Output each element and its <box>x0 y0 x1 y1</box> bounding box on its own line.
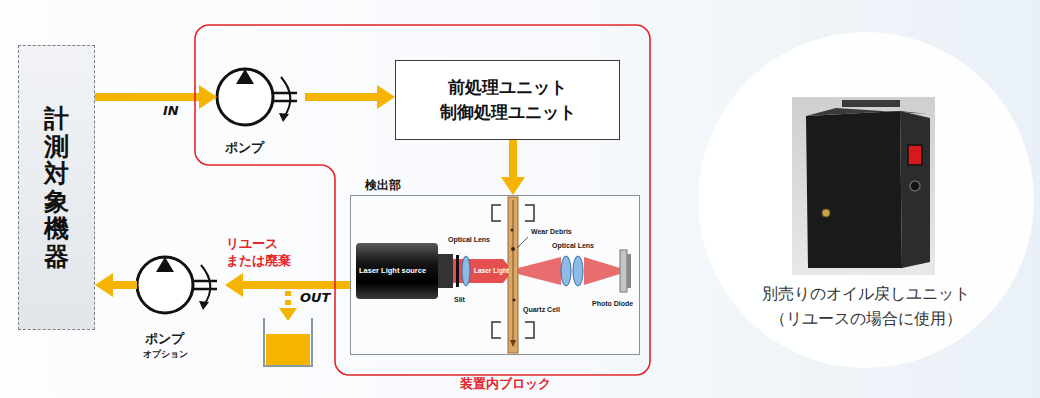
photo-diode-back <box>627 254 631 288</box>
device-box: 計測対象機器 <box>18 45 95 330</box>
quartz-cell <box>508 197 518 353</box>
photo-caption: 別売りのオイル戻しユニット <box>698 284 1034 303</box>
pump-symbol <box>137 257 193 313</box>
flow-arrow <box>113 281 137 289</box>
option-label: オプション <box>143 350 188 360</box>
pump-rotation <box>281 77 290 117</box>
brass-fitting <box>822 209 830 217</box>
process-box: 前処理ユニット制御処理ユニット <box>395 60 620 140</box>
detector-box: 検出部 <box>350 195 640 355</box>
laser-coupler <box>438 254 453 288</box>
wear-debris <box>511 229 514 232</box>
detector-label: 検出部 <box>365 179 401 192</box>
pump-triangle <box>236 69 254 84</box>
wear-debris <box>511 247 515 251</box>
photo-background <box>792 97 935 275</box>
enclosure-outline-path <box>195 25 650 375</box>
waste-arrow-head <box>279 308 297 321</box>
laser-beam <box>584 257 620 285</box>
flow-label: IN <box>163 104 179 118</box>
part-name: Optical Lens <box>448 236 490 243</box>
photo-caption: （リユースの場合に使用） <box>698 309 1034 328</box>
device-label: 計測対象機器 <box>44 105 69 270</box>
photo-diode <box>620 250 627 292</box>
optical-lens <box>561 256 571 286</box>
detector-panel <box>350 195 640 355</box>
optional-pump: ポンプオプション <box>137 252 225 362</box>
unit-front <box>806 111 902 268</box>
wear-debris <box>513 299 516 302</box>
container-oil <box>266 334 310 365</box>
part-name: Slit <box>454 296 465 303</box>
laser-source <box>356 243 438 299</box>
enclosure-block: ポンプ前処理ユニット制御処理ユニット検出部装置内ブロック <box>195 25 650 375</box>
slit <box>456 255 459 287</box>
pump-shaft <box>273 93 297 101</box>
pump-symbol <box>217 69 273 125</box>
pump-rotation-head <box>279 113 289 122</box>
part-name: Photo Diode <box>592 300 633 307</box>
unit-top <box>806 108 928 116</box>
flow-arrow <box>243 281 350 289</box>
part-name: Optical Lens <box>552 242 594 249</box>
flow-label: OUT <box>298 291 332 305</box>
flow-arrow <box>509 140 517 177</box>
waste-container <box>264 318 312 366</box>
unit-handle <box>842 100 900 107</box>
pump-label: ポンプ <box>225 141 264 155</box>
flow-arrow <box>305 93 377 101</box>
optical-lens <box>573 256 583 286</box>
product-photo-circle: 別売りのオイル戻しユニット （リユースの場合に使用） <box>698 32 1034 368</box>
unit-knob <box>910 181 920 191</box>
unit-label: 制御処理ユニット <box>440 100 576 125</box>
laser-beam <box>518 257 561 285</box>
part-name: Quartz Cell <box>523 306 560 313</box>
optical-lens <box>462 256 470 286</box>
flow-arrow <box>95 93 199 101</box>
part-name: Laser Light <box>474 268 509 275</box>
pump-label: ポンプ <box>145 332 184 346</box>
power-switch <box>908 145 922 165</box>
part-name: Laser Light source <box>359 267 426 275</box>
pump-rotation-head <box>199 301 209 310</box>
flow-line <box>513 200 514 341</box>
pump-triangle <box>156 257 174 272</box>
route-note: リユース または廃棄 <box>226 236 295 270</box>
block-label: 装置内ブロック <box>445 377 565 391</box>
pump: ポンプ <box>217 62 305 160</box>
unit-label: 前処理ユニット <box>448 75 567 100</box>
leader-line <box>517 237 528 248</box>
part-name: Wear Debris <box>531 228 572 235</box>
flow-head <box>510 340 516 347</box>
waste-arrow <box>285 291 291 308</box>
pump-rotation <box>201 265 210 305</box>
photo-circle-ground <box>698 32 1034 368</box>
unit-side <box>900 111 930 268</box>
pump-shaft <box>193 281 217 289</box>
